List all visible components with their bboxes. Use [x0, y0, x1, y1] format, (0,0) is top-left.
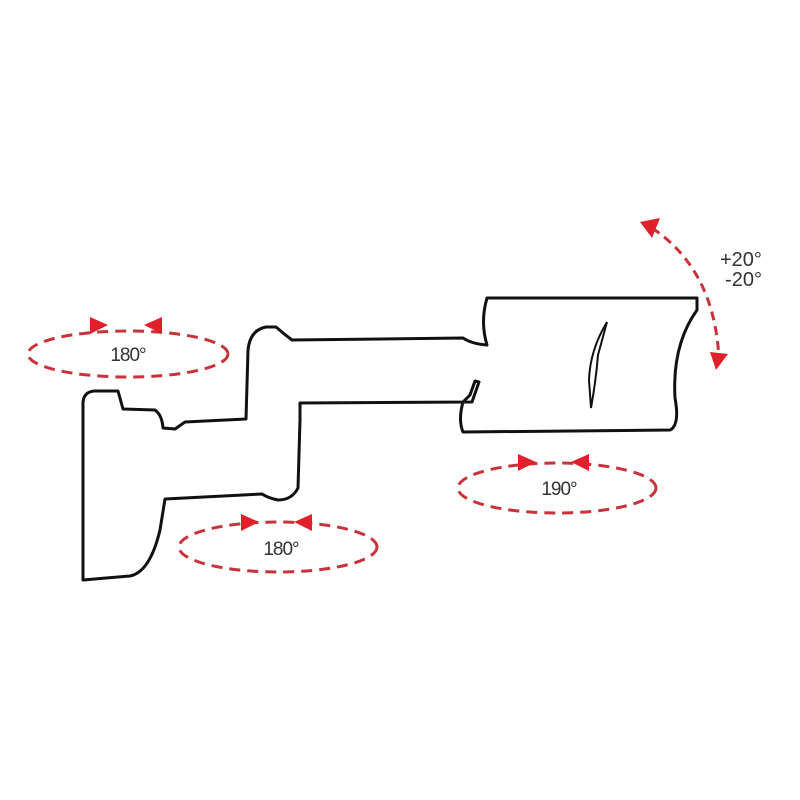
base-rotation-indicator [26, 317, 230, 379]
arrow-left-icon [294, 514, 312, 531]
tilt-down-label: -20° [725, 269, 762, 291]
arrow-right-icon [518, 454, 536, 471]
arrow-up-left-icon [640, 218, 660, 238]
arrow-right-icon [90, 317, 108, 334]
head-rotation-label: 190° [541, 479, 577, 500]
arrow-left-icon [571, 454, 589, 471]
mount-outline [81, 296, 699, 582]
level-indicator-icon [587, 321, 608, 409]
arm-rotation-label: 180° [263, 539, 299, 560]
arrow-down-icon [710, 352, 728, 370]
head-rotation-indicator [456, 454, 658, 515]
arm-rotation-indicator [177, 514, 379, 574]
tilt-indicator [640, 218, 728, 370]
arrow-right-icon [241, 514, 259, 531]
base-rotation-label: 180° [110, 345, 146, 366]
tilt-up-label: +20° [720, 249, 762, 271]
arrow-left-icon [144, 317, 162, 334]
tilt-labels: +20° -20° [720, 250, 762, 290]
